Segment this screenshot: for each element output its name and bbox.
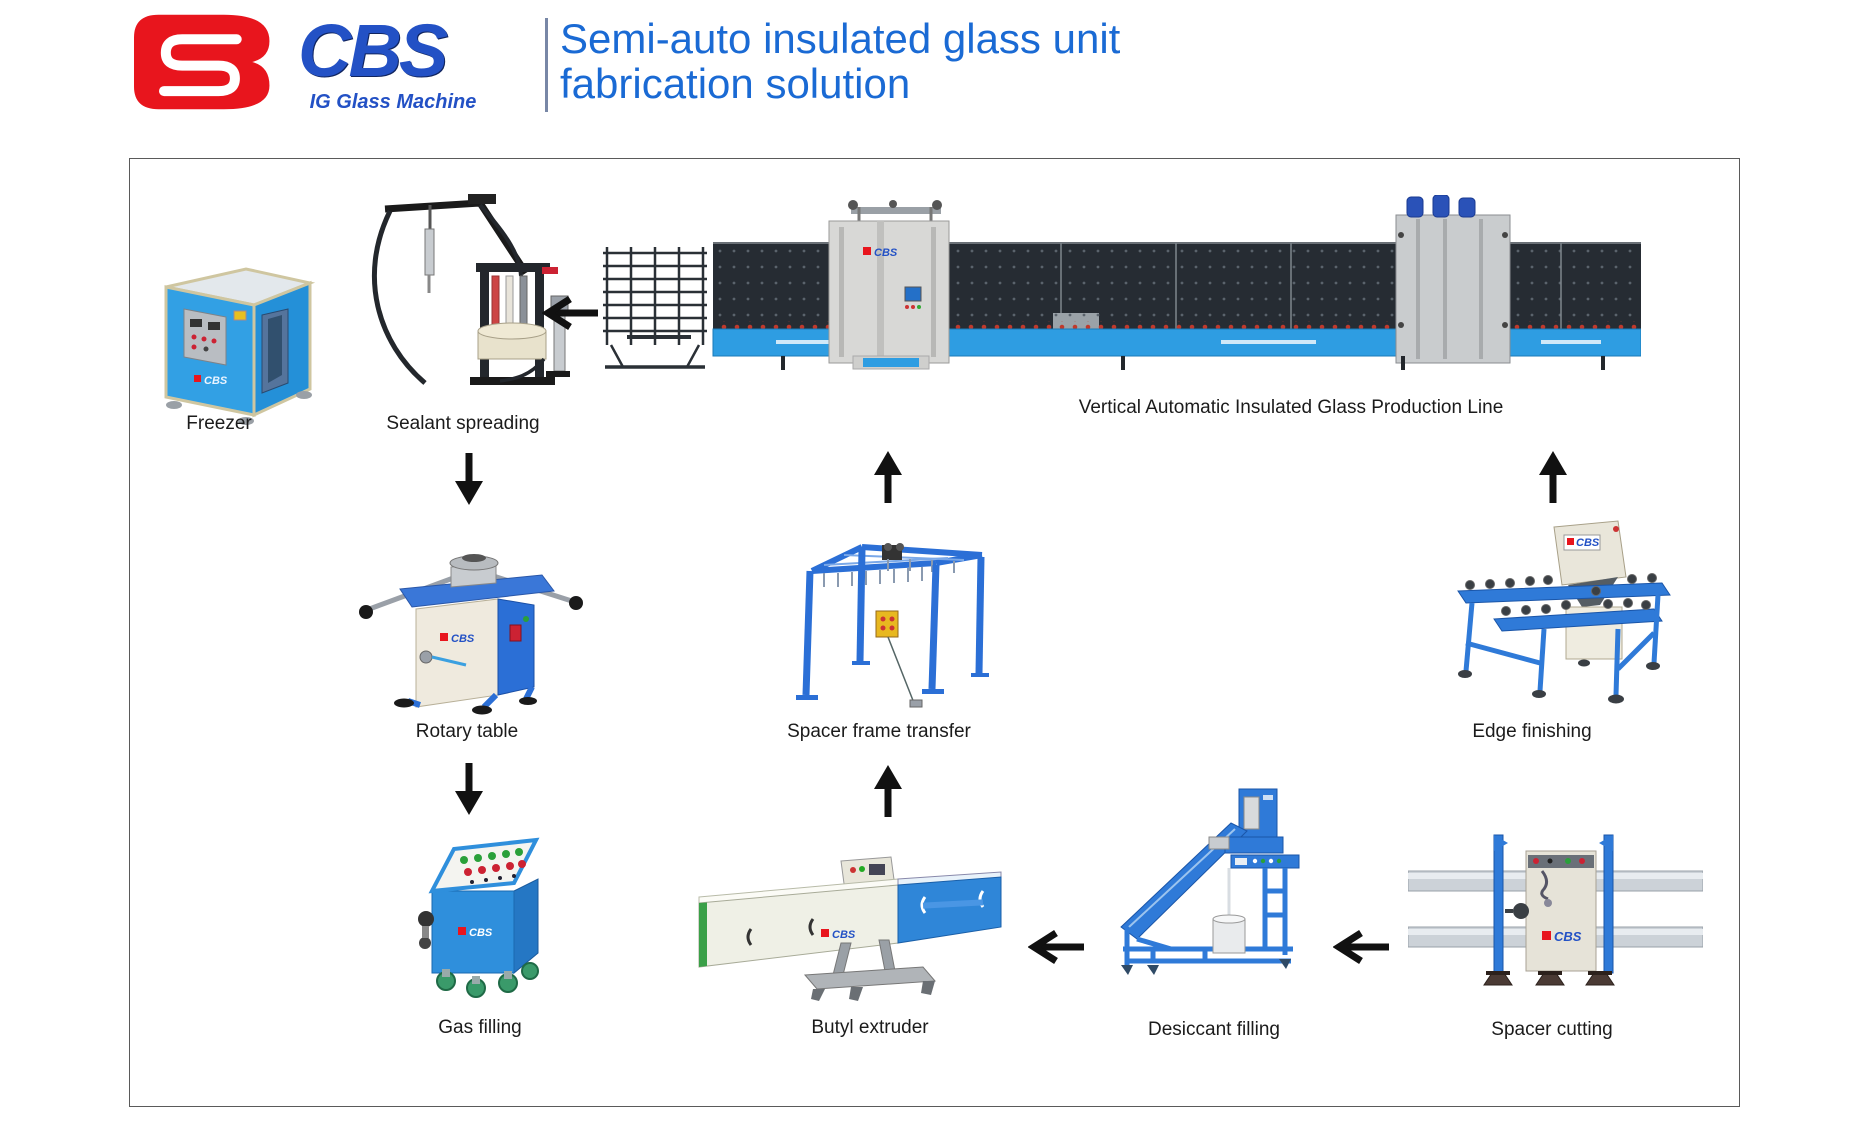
label-rotary-table: Rotary table — [415, 721, 519, 742]
machine-spacer-cutting-illustration: CBS — [1408, 819, 1703, 997]
label-freezer: Freezer — [186, 413, 252, 434]
gas-mini-brand: CBS — [469, 927, 493, 939]
arrow-rotary-to-gas — [455, 763, 483, 815]
label-desiccant-filling: Desiccant filling — [1148, 1019, 1280, 1040]
washer-mini-brand: CBS — [874, 247, 898, 259]
butyl-mini-brand: CBS — [832, 929, 856, 941]
machine-spacer-frame-transfer-illustration — [784, 503, 992, 715]
label-spacer-cutting: Spacer cutting — [1491, 1019, 1613, 1040]
diagram-frame: CBS — [129, 158, 1740, 1107]
arrow-sealant-to-rotary — [455, 453, 483, 505]
label-gas-filling: Gas filling — [438, 1017, 522, 1038]
edge-mini-brand: CBS — [1576, 537, 1600, 549]
machine-gas-filling-illustration: CBS — [410, 827, 550, 999]
machine-production-line-illustration: CBS — [601, 195, 1641, 375]
label-butyl-extruder: Butyl extruder — [811, 1017, 929, 1038]
machine-butyl-extruder-illustration: CBS — [693, 845, 1008, 1005]
label-production-line: Vertical Automatic Insulated Glass Produ… — [1078, 397, 1504, 418]
cbs-logo-icon — [134, 14, 270, 110]
machine-freezer-illustration: CBS — [150, 235, 320, 425]
brand-text: CBS — [298, 9, 448, 92]
arrow-transfer-to-production — [874, 451, 902, 503]
page-title: Semi-auto insulated glass unit fabricati… — [560, 16, 1120, 106]
machine-edge-finishing-illustration: CBS — [1448, 493, 1678, 705]
rotary-mini-brand: CBS — [451, 633, 475, 645]
brand-block: CBS IG Glass Machine — [298, 14, 488, 118]
label-edge-finishing: Edge finishing — [1472, 721, 1592, 742]
arrow-cutting-to-desiccant — [1333, 930, 1389, 964]
header-divider — [545, 18, 548, 112]
title-line-2: fabrication solution — [560, 60, 911, 107]
arrow-edge-to-production — [1539, 451, 1567, 503]
machine-desiccant-filling-illustration — [1113, 779, 1303, 999]
label-spacer-frame-transfer: Spacer frame transfer — [787, 721, 971, 742]
arrow-desiccant-to-butyl — [1028, 930, 1084, 964]
cutting-mini-brand: CBS — [1554, 929, 1582, 944]
label-sealant-spreading: Sealant spreading — [386, 413, 540, 434]
machine-sealant-spreading-illustration — [330, 181, 570, 406]
arrow-butyl-to-transfer — [874, 765, 902, 817]
brand-tagline: IG Glass Machine — [309, 91, 477, 113]
arrow-production-to-sealant — [542, 296, 598, 330]
machine-rotary-table-illustration: CBS — [356, 515, 586, 715]
title-line-1: Semi-auto insulated glass unit — [560, 15, 1121, 62]
freezer-mini-brand: CBS — [204, 375, 228, 387]
